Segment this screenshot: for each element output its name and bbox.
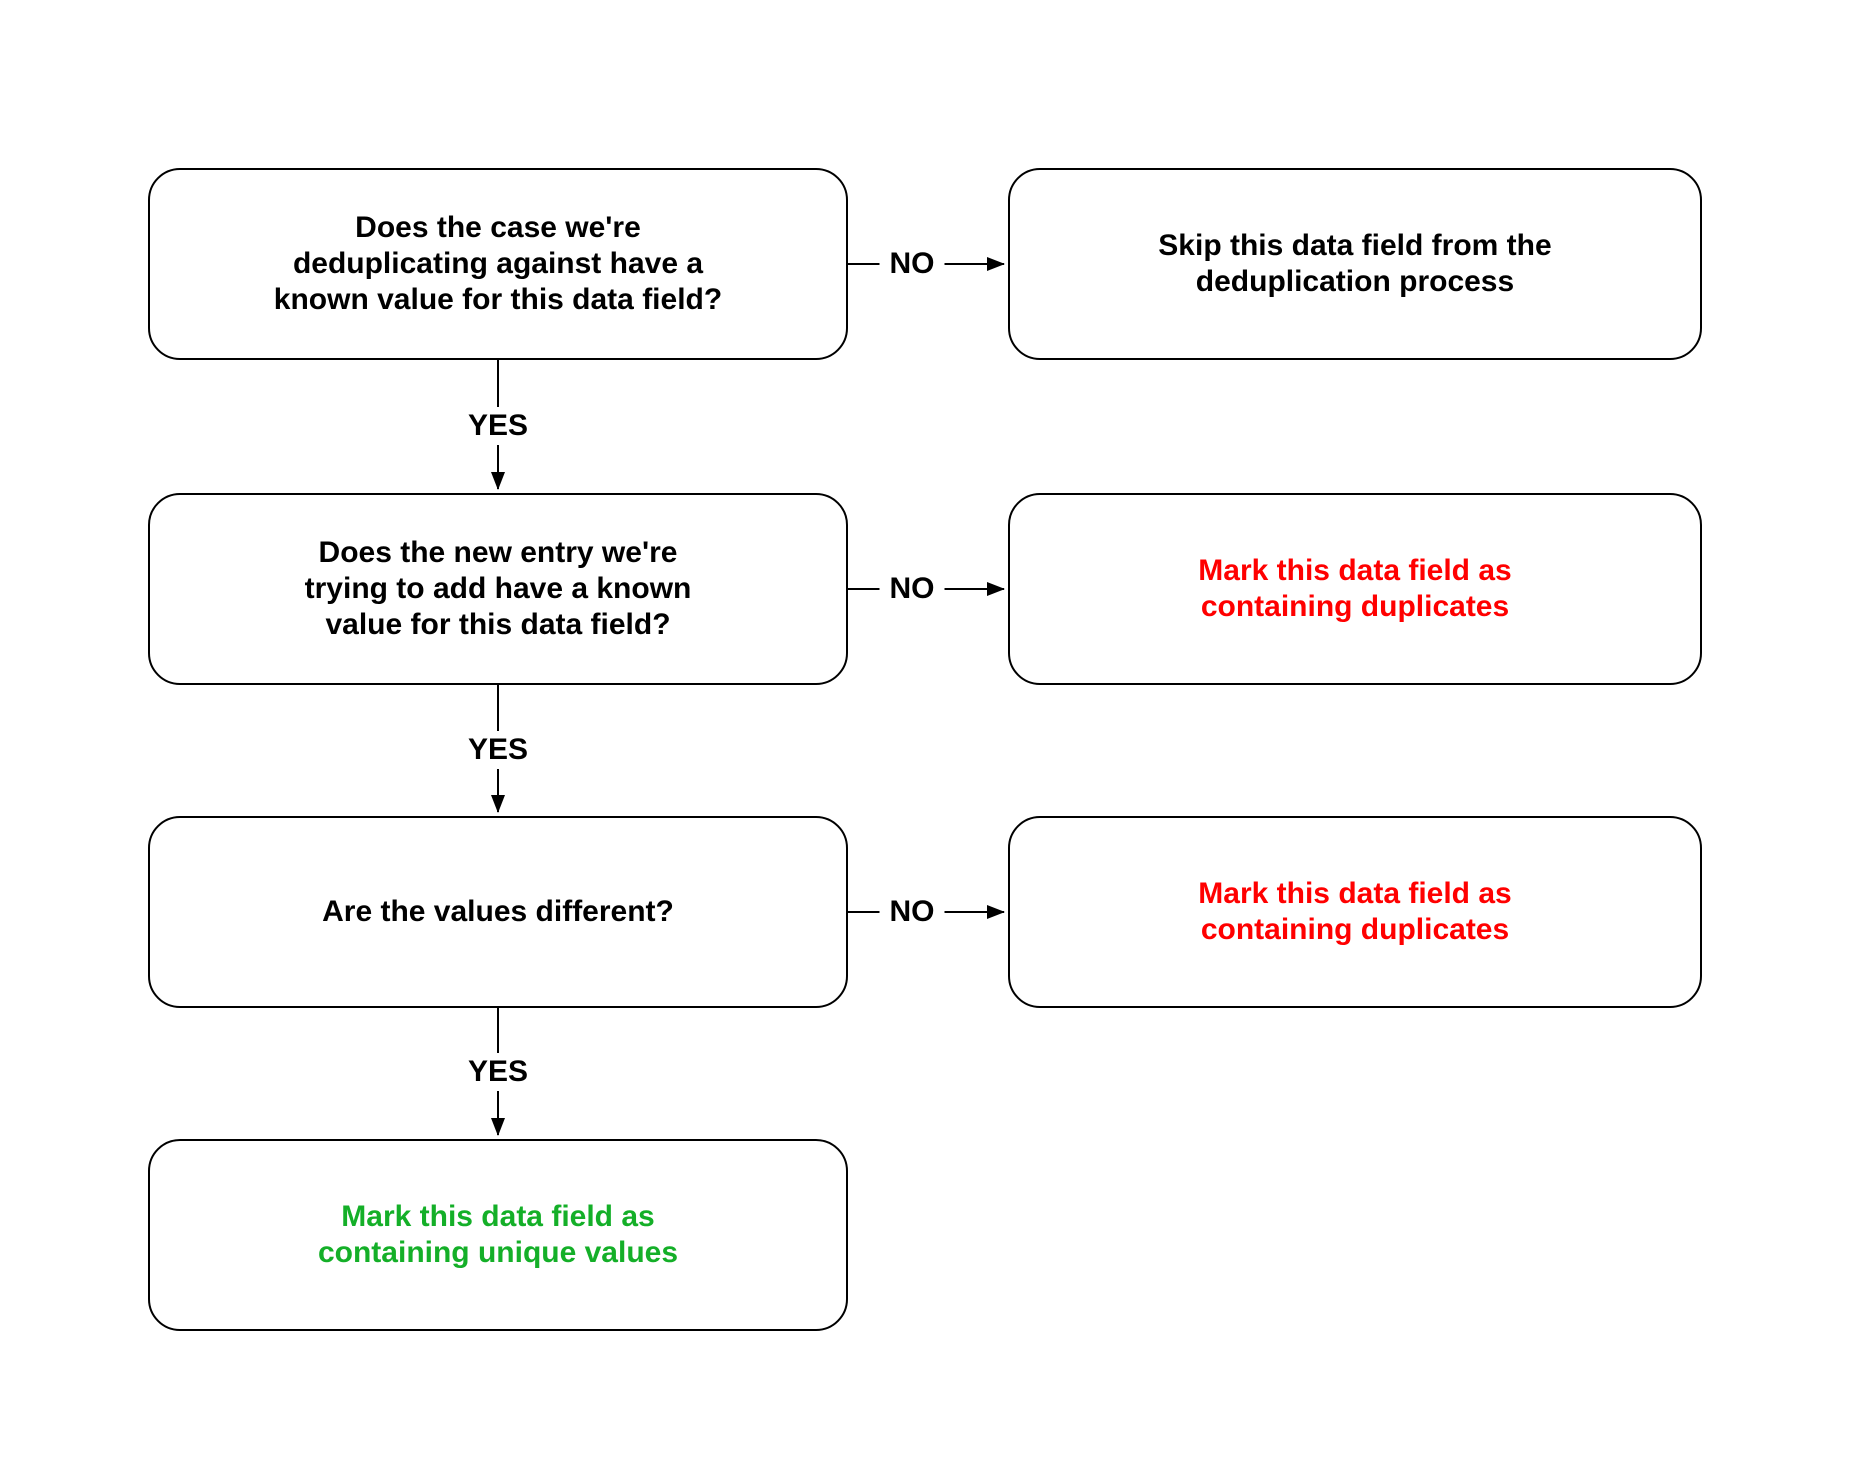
edge-label-no-q3-dup2: NO (879, 893, 945, 931)
flowchart-node-mark-unique-values: Mark this data field as containing uniqu… (148, 1139, 848, 1331)
flowchart-node-mark-duplicates-1: Mark this data field as containing dupli… (1008, 493, 1702, 685)
node-text-question-case-known-value: Does the case we're deduplicating agains… (273, 211, 723, 316)
flowchart-node-question-case-known-value: Does the case we're deduplicating agains… (148, 168, 848, 360)
node-text-mark-duplicates-2: Mark this data field as containing dupli… (1198, 877, 1512, 946)
node-text-question-new-entry-known-value: Does the new entry we're trying to add h… (304, 536, 692, 641)
edge-label-no-q1-skip: NO (879, 245, 945, 283)
edge-label-no-q2-dup1: NO (879, 570, 945, 608)
edge-label-yes-q1-q2: YES (457, 407, 539, 445)
flowchart-node-question-values-different: Are the values different? (148, 816, 848, 1008)
flowchart-node-mark-duplicates-2: Mark this data field as containing dupli… (1008, 816, 1702, 1008)
node-text-question-values-different: Are the values different? (322, 895, 674, 928)
edge-label-yes-q3-unique: YES (457, 1053, 539, 1091)
node-text-skip-field: Skip this data field from the deduplicat… (1158, 229, 1552, 298)
flowchart-node-question-new-entry-known-value: Does the new entry we're trying to add h… (148, 493, 848, 685)
node-text-mark-duplicates-1: Mark this data field as containing dupli… (1198, 554, 1512, 623)
flowchart-node-skip-field: Skip this data field from the deduplicat… (1008, 168, 1702, 360)
edge-label-yes-q2-q3: YES (457, 731, 539, 769)
node-text-mark-unique-values: Mark this data field as containing uniqu… (317, 1200, 679, 1269)
